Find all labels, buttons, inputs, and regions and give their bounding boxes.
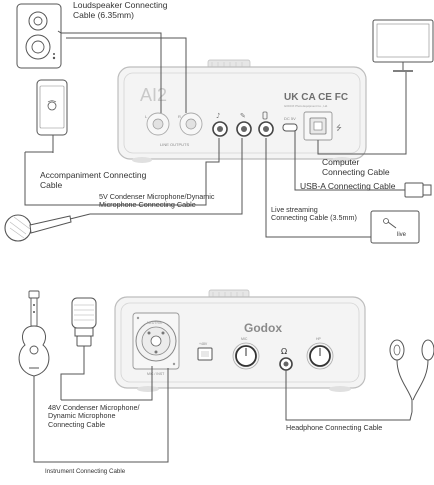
- headphone-jack: [279, 357, 293, 371]
- combo-xlr-input: [132, 312, 180, 370]
- line-output-l-port: [146, 112, 170, 136]
- port-l-label: L: [145, 114, 148, 119]
- monitor-icon: [372, 19, 434, 72]
- computer-cable-label: Computer Connecting Cable: [322, 157, 390, 178]
- music-note-icon: ♪: [216, 112, 220, 120]
- accompaniment-label-line-2: Cable: [40, 179, 63, 190]
- condenser-bottom-label-line-1: 48V Condenser Microphone/: [48, 403, 140, 412]
- headphone-cable-label: Headphone Connecting Cable: [286, 423, 383, 432]
- mic-gain-knob: [232, 342, 260, 370]
- condenser-bottom-cable-label: 48V Condenser Microphone/ Dynamic Microp…: [48, 403, 140, 429]
- instrument-cable-label: Instrument Connecting Cable: [45, 468, 126, 475]
- condenser-top-cable-label: 5V Condenser Microphone/Dynamic Micropho…: [99, 192, 215, 210]
- loudspeaker-label-line-1: Loudspeaker Connecting: [73, 0, 168, 10]
- neutrik-label: NEUTRIK: [147, 321, 163, 325]
- usb-icon: ⭍: [336, 124, 342, 132]
- condenser-top-label-line-2: Microphone Connecting Cable: [99, 200, 196, 210]
- accompaniment-label-line-1: Accompaniment Connecting: [40, 170, 147, 180]
- computer-label-line-2: Connecting Cable: [322, 166, 390, 177]
- brand-logo: Godox: [244, 321, 282, 335]
- line-outputs-label: LINE OUTPUTS: [160, 142, 189, 147]
- bottom-cables: [33, 346, 413, 463]
- mic-35-port: ✎: [236, 112, 252, 137]
- livestream-label-line-1: Live streaming: [271, 205, 318, 214]
- headphone-small-icon: Ω: [281, 347, 287, 356]
- smartphone-icon: [36, 79, 68, 136]
- condenser-bottom-label-line-3: Connecting Cable: [48, 419, 106, 429]
- usb-b-port: [303, 111, 333, 141]
- live-out-port: [258, 111, 274, 137]
- livestream-cable-label: Live streaming Connecting Cable (3.5mm): [271, 205, 357, 223]
- usb-a-plug-icon: [404, 182, 432, 198]
- loudspeaker-label-line-2: Cable (6.35mm): [73, 9, 134, 20]
- live-tag: live: [397, 232, 407, 238]
- hp-knob-label: HP: [316, 337, 322, 341]
- phantom-power-button: [197, 347, 213, 361]
- line-output-r-port: [179, 112, 203, 136]
- computer-label-line-1: Computer: [322, 157, 360, 167]
- live-streaming-device-icon: [370, 210, 420, 244]
- hp-volume-knob: [306, 342, 334, 370]
- mic-small-icon: ✎: [240, 112, 246, 120]
- top-cables: [24, 30, 407, 238]
- manufacturer-text: GODOX Photo Equipment Co., Ltd.: [284, 104, 328, 108]
- usba-cable-label: USB-A Connecting Cable: [300, 181, 396, 191]
- guitar-icon: [18, 290, 50, 377]
- certification-marks: UK CA CE FC: [284, 92, 348, 103]
- dc-in-port: [282, 123, 298, 132]
- livestream-label-line-2: Connecting Cable (3.5mm): [271, 213, 357, 223]
- dc-in-label: DC 5V: [284, 116, 296, 121]
- mic-inst-label: MIC / INST: [147, 372, 165, 376]
- port-r-label: R: [178, 114, 181, 119]
- condenser-bottom-label-line-2: Dynamic Microphone: [48, 411, 116, 421]
- rear-model-label: AI2: [140, 85, 167, 105]
- earphones-icon: [389, 339, 434, 412]
- accompaniment-cable-label: Accompaniment Connecting Cable: [40, 170, 147, 191]
- mic-knob-label: MIC: [241, 337, 248, 341]
- accompaniment-port: ♪: [212, 112, 228, 137]
- loudspeaker-cable-label: Loudspeaker Connecting Cable (6.35mm): [73, 0, 168, 21]
- phantom-label: +48V: [199, 342, 208, 346]
- handheld-microphone-icon: [4, 213, 91, 242]
- loudspeaker-icon: [16, 3, 62, 69]
- condenser-top-label-line-1: 5V Condenser Microphone/Dynamic: [99, 192, 215, 201]
- studio-microphone-icon: [71, 297, 97, 347]
